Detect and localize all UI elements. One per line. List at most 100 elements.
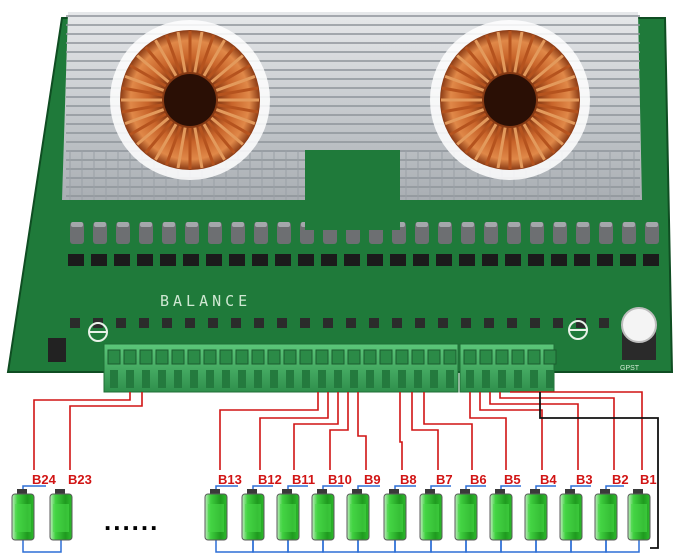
capacitor-top (71, 222, 83, 227)
mosfet (390, 254, 406, 266)
terminal-screw (331, 349, 345, 365)
series-link-wire (430, 540, 467, 553)
battery-cell: B8 (383, 472, 417, 541)
battery-label: B1 (640, 472, 657, 487)
capacitor-top (646, 222, 658, 227)
capacitor (277, 222, 291, 244)
battery-label: B8 (400, 472, 417, 487)
coil-winding (144, 46, 174, 80)
capacitor-top (416, 222, 428, 227)
battery-label: B11 (292, 472, 315, 487)
sense-wire (69, 392, 143, 470)
terminal-screw (219, 349, 233, 365)
coil-winding (513, 127, 524, 169)
resistor (369, 318, 379, 328)
terminal-socket (302, 370, 310, 388)
terminal-screw (171, 349, 185, 365)
capacitor (438, 222, 452, 244)
terminal-screw (463, 349, 477, 365)
resistor (116, 318, 126, 328)
coil-winding (124, 74, 165, 92)
battery-cell: B13 (204, 472, 242, 541)
capacitor-top (623, 222, 635, 227)
battery-charge-level (528, 504, 544, 532)
mosfet (528, 254, 544, 266)
coil-winding (530, 116, 564, 146)
terminal-block-right (459, 343, 557, 393)
mosfet (321, 254, 337, 266)
coil-winding (496, 127, 507, 169)
terminal-socket (530, 370, 538, 388)
mosfet (413, 254, 429, 266)
terminal-socket (546, 370, 554, 388)
resistor (599, 318, 609, 328)
coil-winding (522, 39, 546, 77)
coil-winding (533, 112, 571, 136)
terminal-block-left (103, 343, 459, 393)
battery-charge-level (280, 504, 296, 532)
capacitor (576, 222, 590, 244)
battery-cell: B23 (49, 472, 92, 541)
mosfet (643, 254, 659, 266)
battery-cell: B5 (489, 472, 521, 541)
battery-charge-level (423, 504, 439, 532)
capacitor-top (232, 222, 244, 227)
series-link-wire (570, 540, 607, 553)
series-link-wire (465, 540, 502, 553)
battery-charge-level (53, 504, 69, 532)
sense-wire (489, 392, 579, 470)
resistor (530, 318, 540, 328)
terminal-socket (466, 370, 474, 388)
terminal-socket (174, 370, 182, 388)
terminal-screw (139, 349, 153, 365)
terminal-socket (190, 370, 198, 388)
capacitor-top (94, 222, 106, 227)
battery-label: B9 (364, 472, 381, 487)
coil-winding (533, 64, 571, 88)
coil-winding (206, 46, 236, 80)
battery-cell: B3 (559, 472, 593, 541)
resistor (231, 318, 241, 328)
capacitor (162, 222, 176, 244)
battery-terminal (210, 489, 220, 495)
coil-winding (121, 103, 163, 114)
capacitor-top (554, 222, 566, 227)
sense-wire (499, 392, 615, 470)
sense-wire (259, 392, 329, 470)
capacitor (553, 222, 567, 244)
mosfet (298, 254, 314, 266)
capacitor (139, 222, 153, 244)
terminal-socket (414, 370, 422, 388)
battery-charge-level (631, 504, 647, 532)
top-link-wire (252, 485, 273, 489)
resistor (346, 318, 356, 328)
battery-charge-level (245, 504, 261, 532)
battery-charge-level (493, 504, 509, 532)
capacitor-top (278, 222, 290, 227)
coil-winding (176, 31, 187, 73)
top-link-wire (394, 485, 416, 489)
series-link-wire (287, 540, 324, 553)
coil-winding (484, 34, 502, 75)
coil-winding (526, 46, 556, 80)
sense-wire (293, 392, 339, 470)
terminal-screw (187, 349, 201, 365)
sense-wire (33, 392, 131, 470)
terminal-socket (222, 370, 230, 388)
coil-winding (474, 39, 498, 77)
battery-label: B5 (504, 472, 521, 487)
coil-winding (518, 34, 536, 75)
coil-winding (217, 103, 259, 114)
terminal-socket (142, 370, 150, 388)
terminal-screw (495, 349, 509, 365)
battery-cell: B2 (594, 472, 629, 541)
terminal-socket (514, 370, 522, 388)
top-link-wire (465, 485, 486, 489)
top-link-wire (500, 485, 521, 489)
capacitor (208, 222, 222, 244)
battery-charge-level (563, 504, 579, 532)
terminal-screw (267, 349, 281, 365)
sense-wire (423, 392, 473, 470)
coil-winding (484, 125, 502, 166)
battery-terminal (633, 489, 643, 495)
